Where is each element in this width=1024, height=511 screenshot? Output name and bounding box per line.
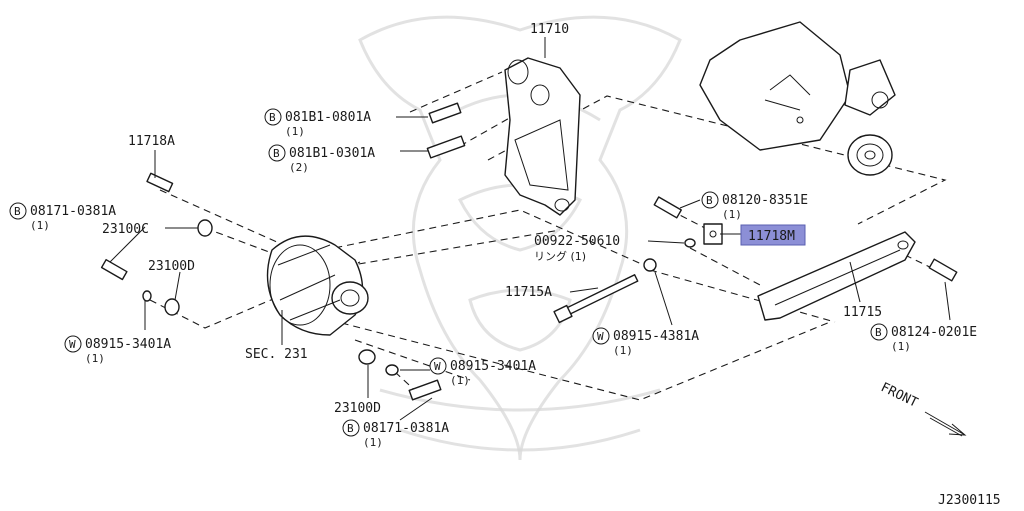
label-11715A: 11715A [505,285,552,300]
alternator-bracket-11710 [504,57,581,216]
label-11715: 11715 [843,305,882,320]
washer-prefix-letter: W [69,338,76,351]
bolt-prefix-icon [264,108,282,126]
label-08915-4381A: 08915-4381A [613,329,699,344]
bushing-23100C-icon [197,219,213,237]
washer-prefix-icon [592,327,610,345]
front-label: FRONT [878,380,920,411]
qty-08120-8351E: (1) [722,208,742,221]
washer-08915-4381A-icon [643,258,657,272]
bushing-23100D-bottom-icon [358,349,376,365]
bolt-08124-0201E-icon [928,258,958,282]
leader-lines [109,37,951,421]
alternator-illustration [266,235,369,336]
bolt-prefix-letter: B [273,147,280,160]
label-00922-50610-sub: リング (1) [534,249,586,263]
highlight-11718M [740,224,806,246]
label-23100D-bottom: 23100D [334,401,381,416]
label-11710: 11710 [530,22,569,37]
label-08171-0381A-left: 08171-0381A [30,204,116,219]
qty-08915-3401A-right: (1) [450,374,470,387]
bolt-prefix-letter: B [875,326,882,339]
label-sec-231: SEC. 231 [245,347,308,362]
bolt-prefix-icon [9,202,27,220]
front-direction-indicator [924,411,967,437]
bolt-prefix-icon [701,191,719,209]
washer-prefix-icon [64,335,82,353]
label-11718M[interactable]: 11718M [748,229,795,244]
qty-08124-0201E: (1) [891,340,911,353]
bolt-08171-0381A-left-icon [100,258,128,281]
label-08171-0381A-bottom: 08171-0381A [363,421,449,436]
qty-08171-0381A-bottom: (1) [363,436,383,449]
label-08915-3401A-right: 08915-3401A [450,359,536,374]
ring-00922-50610-icon [684,238,696,248]
qty-08915-3401A-left: (1) [85,352,105,365]
washer-prefix-icon [429,357,447,375]
label-23100D-left: 23100D [148,259,195,274]
washer-08915-3401A-left-icon [142,290,152,302]
nut-11718M-icon [703,223,723,245]
bolt-11715A-icon [553,274,639,324]
bolt-prefix-icon [342,419,360,437]
qty-08171-0381A-left: (1) [30,219,50,232]
bolt-11718A-icon [146,172,174,193]
label-00922-50610: 00922-50610 [534,234,620,249]
label-11718A: 11718A [128,134,175,149]
label-081B1-0801A: 081B1-0801A [285,110,371,125]
bolt-prefix-letter: B [706,194,713,207]
bolt-prefix-letter: B [14,205,21,218]
label-08120-8351E: 08120-8351E [722,193,808,208]
label-08915-3401A-left: 08915-3401A [85,337,171,352]
bolt-081B1-0801A-icon [428,102,462,124]
label-081B1-0301A: 081B1-0301A [289,146,375,161]
adjusting-bar-11715-icon [757,231,916,321]
engine-block-illustration [699,21,896,176]
washer-08915-3401A-right-icon [385,364,399,376]
bolt-prefix-icon [870,323,888,341]
washer-prefix-letter: W [597,330,604,343]
bolt-prefix-letter: B [269,111,276,124]
bolt-prefix-letter: B [347,422,354,435]
qty-081B1-0801A: (1) [285,125,305,138]
bolt-08120-8351E-icon [653,196,682,219]
qty-08915-4381A: (1) [613,344,633,357]
bolt-08171-0381A-bottom-icon [408,379,442,401]
washer-prefix-letter: W [434,360,441,373]
bushing-23100D-left-icon [164,298,180,316]
qty-081B1-0301A: (2) [289,161,309,174]
label-08124-0201E: 08124-0201E [891,325,977,340]
label-23100C: 23100C [102,222,149,237]
diagram-id: J2300115 [938,493,1001,508]
bolt-prefix-icon [268,144,286,162]
bolt-081B1-0301A-icon [426,135,466,159]
